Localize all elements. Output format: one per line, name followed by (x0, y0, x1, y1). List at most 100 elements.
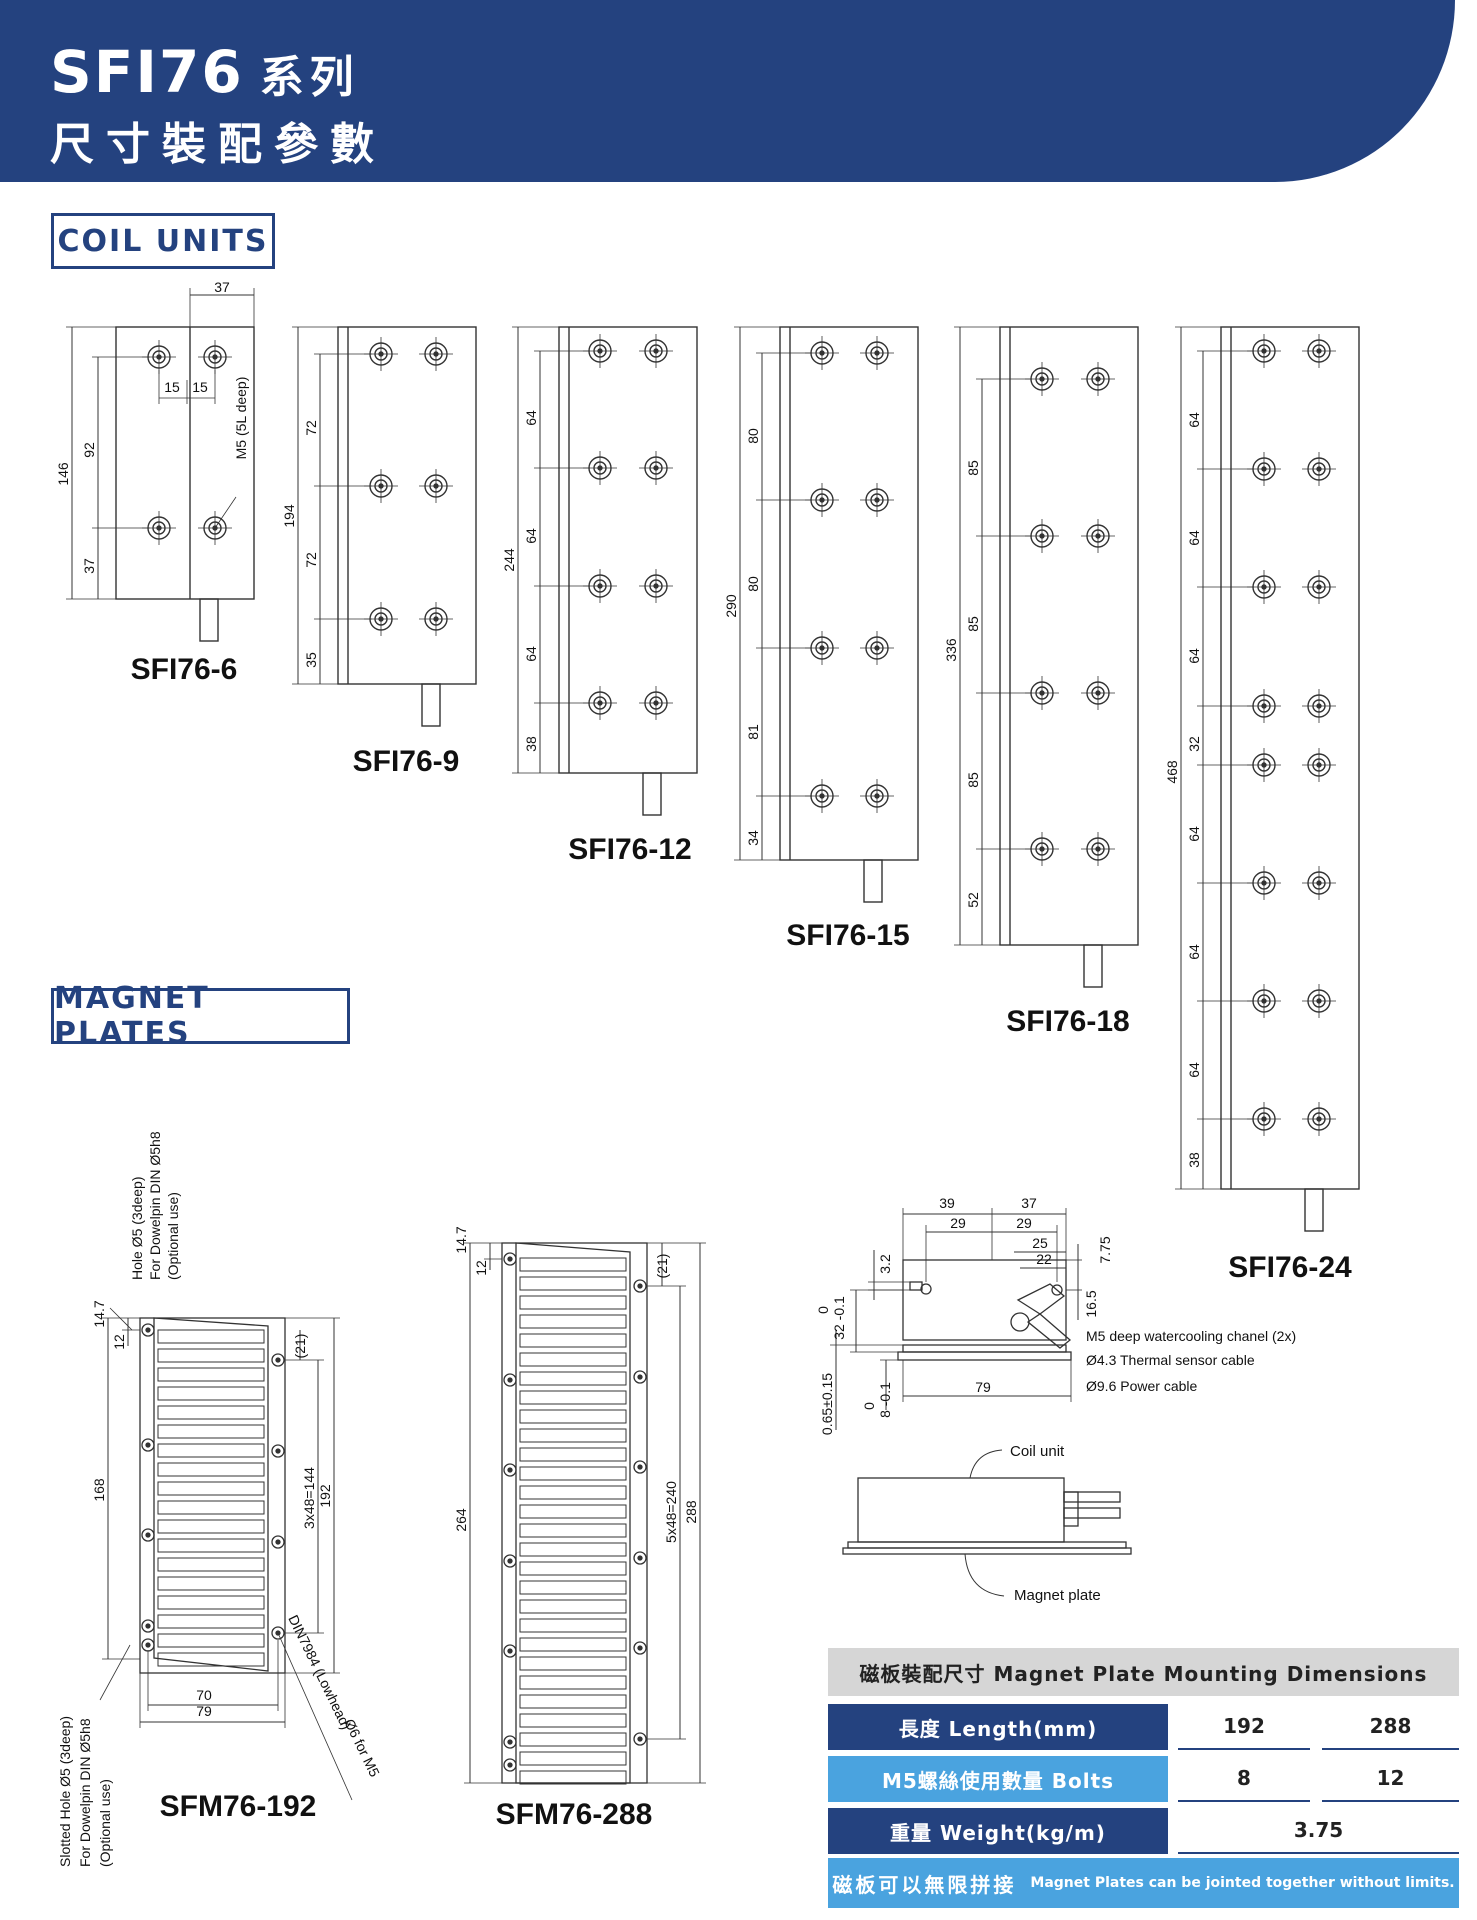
coil-unit-sfi76-6 (66, 288, 255, 642)
dim: 168 (91, 1478, 107, 1502)
dim: 8 -0.1 (877, 1382, 893, 1418)
magnet-slat (519, 1523, 627, 1538)
dim: 5x48=240 (663, 1481, 679, 1543)
note: M5 deep watercooling chanel (2x) (1086, 1328, 1296, 1344)
model-label: SFI76-24 (1228, 1251, 1352, 1284)
row-value: 8 (1178, 1756, 1310, 1802)
magnet-slat (519, 1276, 627, 1291)
section-coil-units: COIL UNITS (51, 213, 275, 269)
table-row: M5螺絲使用數量 Bolts 8 12 (828, 1756, 1459, 1802)
magnet-slat (157, 1576, 265, 1591)
magnet-slat (157, 1614, 265, 1629)
dim: 264 (453, 1508, 469, 1532)
note-hole-top: (Optional use) (165, 1192, 181, 1280)
magnet-slat (157, 1462, 265, 1477)
magnet-slat (519, 1352, 627, 1367)
magnet-slat (157, 1633, 265, 1648)
row-label: M5螺絲使用數量 Bolts (828, 1756, 1168, 1802)
dim: 72 (303, 552, 319, 568)
dim: 35 (303, 652, 319, 668)
dim: 15 (164, 379, 180, 395)
magnet-slat (519, 1637, 627, 1652)
dim: 0 (815, 1306, 831, 1314)
dim: 39 (939, 1195, 955, 1211)
magnet-slat (157, 1443, 265, 1458)
assembly-side-view (842, 1449, 1132, 1597)
model-label: SFI76-15 (786, 919, 909, 952)
magnet-slat (519, 1580, 627, 1595)
magnet-slat (157, 1348, 265, 1363)
model-label: SFI76-6 (131, 653, 238, 686)
dim: (21) (292, 1334, 308, 1359)
dim: (21) (654, 1254, 670, 1279)
dim: 64 (1186, 826, 1202, 842)
magnet-slat (519, 1257, 627, 1272)
magnet-slat (157, 1424, 265, 1439)
dim: 64 (1186, 648, 1202, 664)
footer-en: Magnet Plates can be jointed together wi… (1030, 1875, 1455, 1891)
note-hole-bottom: Slotted Hole Ø5 (3deep) (57, 1716, 73, 1867)
magnet-slat (519, 1371, 627, 1386)
row-value: 3.75 (1178, 1808, 1459, 1854)
dim: 194 (281, 504, 297, 528)
row-label: 重量 Weight(kg/m) (828, 1808, 1168, 1854)
dim: 7.75 (1097, 1236, 1113, 1263)
table-header: 磁板裝配尺寸 Magnet Plate Mounting Dimensions (828, 1648, 1459, 1696)
dim: 79 (975, 1379, 991, 1395)
title-series: 系列 (259, 52, 360, 103)
dims-sfi76-15: 290 80 80 81 34 SFI76-15 (723, 428, 910, 952)
coil-unit-sfi76-18 (954, 326, 1139, 988)
magnet-slat (157, 1519, 265, 1534)
coil-unit-sfi76-15 (734, 326, 919, 903)
magnet-slat (519, 1713, 627, 1728)
note-hole-top: For Dowelpin DIN Ø5h8 (147, 1131, 163, 1280)
dims-section-view: 39 37 29 29 25 22 7.75 3.2 16.5 0 32 -0.… (815, 1195, 1296, 1435)
dim: 38 (1186, 1152, 1202, 1168)
magnet-slat (519, 1751, 627, 1766)
table-row: 重量 Weight(kg/m) 3.75 (828, 1808, 1459, 1854)
note-hole-bottom: For Dowelpin DIN Ø5h8 (77, 1718, 93, 1867)
magnet-slat (519, 1485, 627, 1500)
magnet-slat (157, 1386, 265, 1401)
dim: 64 (523, 410, 539, 426)
model-label: SFI76-18 (1006, 1005, 1129, 1038)
magnet-slat (519, 1542, 627, 1557)
magnet-slat (519, 1561, 627, 1576)
dim: 15 (192, 379, 208, 395)
dim: 80 (745, 576, 761, 592)
model-label: SFI76-12 (568, 833, 691, 866)
dim: 80 (745, 428, 761, 444)
dim: 85 (965, 616, 981, 632)
dim: 0.65±0.15 (819, 1373, 835, 1435)
magnet-slat (157, 1329, 265, 1344)
magnet-slat (519, 1599, 627, 1614)
magnet-slat (157, 1367, 265, 1382)
magnet-slat (519, 1333, 627, 1348)
dim: 29 (1016, 1215, 1032, 1231)
table-footer: 磁板可以無限拼接 Magnet Plates can be jointed to… (828, 1858, 1459, 1908)
dim: 0 (861, 1402, 877, 1410)
magnet-slat (519, 1656, 627, 1671)
note-m5: M5 (5L deep) (233, 377, 249, 460)
dims-sfi76-6: 37 146 92 37 15 15 M5 (5L deep) SFI76-6 (55, 279, 249, 686)
coil-unit-sfi76-12 (512, 326, 698, 816)
note-hole-bottom: (Optional use) (97, 1779, 113, 1867)
dim: 92 (81, 442, 97, 458)
note: Ø4.3 Thermal sensor cable (1086, 1352, 1255, 1368)
model-label: SFM76-288 (496, 1798, 653, 1831)
dim: 64 (1186, 412, 1202, 428)
dim: 3x48=144 (301, 1467, 317, 1529)
model-label: SFM76-192 (160, 1790, 317, 1823)
note-screw: Ø6 for M5 (341, 1716, 383, 1779)
dim: 37 (81, 558, 97, 574)
model-label: SFI76-9 (353, 745, 460, 778)
dim: 22 (1036, 1251, 1052, 1267)
note: Ø9.6 Power cable (1086, 1378, 1197, 1394)
dim: 14.7 (91, 1300, 107, 1327)
dims-sfi76-18: 336 85 85 85 52 SFI76-18 (943, 460, 1130, 1038)
magnet-slat (157, 1595, 265, 1610)
table-row: 長度 Length(mm) 192 288 (828, 1704, 1459, 1750)
dim: 64 (1186, 1062, 1202, 1078)
